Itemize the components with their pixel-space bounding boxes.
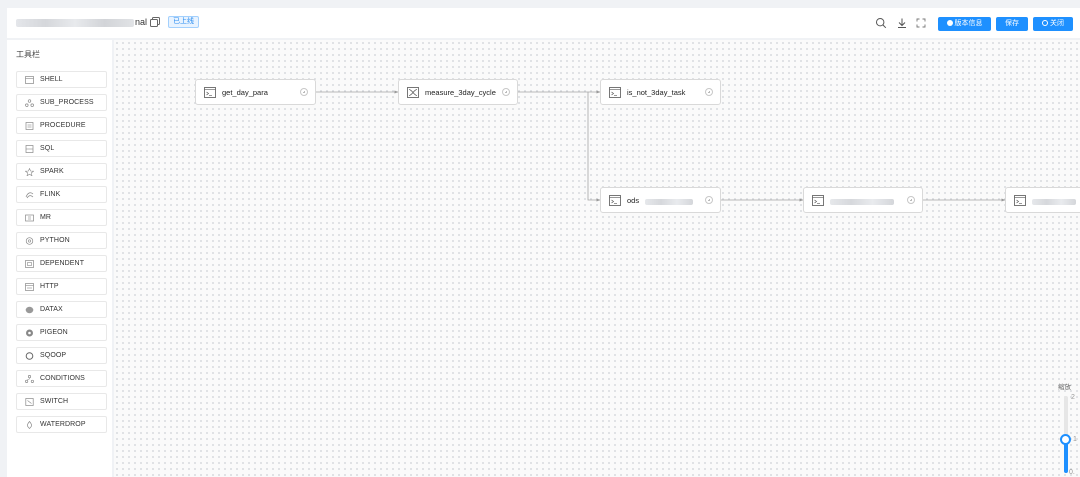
sql-icon bbox=[25, 145, 34, 153]
close-button[interactable]: 关闭 bbox=[1033, 17, 1073, 31]
shell-icon bbox=[609, 195, 621, 206]
tool-item-label: SWITCH bbox=[40, 398, 69, 405]
toolbox-sidebar: 工具栏 SHELL SUB_PROCESS PROCEDURE SQL SPAR… bbox=[7, 40, 112, 477]
tool-item-label: DEPENDENT bbox=[40, 260, 85, 267]
add-downstream-icon[interactable] bbox=[705, 88, 713, 96]
zoom-min-label: 0. bbox=[1069, 469, 1075, 476]
shell-icon bbox=[1014, 195, 1026, 206]
tool-item-label: SPARK bbox=[40, 168, 64, 175]
spark-icon bbox=[25, 168, 34, 176]
tool-item-label: DATAX bbox=[40, 306, 63, 313]
task-node-label: get_day_para bbox=[222, 88, 268, 97]
info-icon bbox=[946, 20, 953, 26]
tool-item-label: HTTP bbox=[40, 283, 59, 290]
task-node[interactable]: ods bbox=[600, 187, 721, 213]
tool-item-http[interactable]: HTTP bbox=[16, 278, 107, 295]
task-node[interactable] bbox=[1005, 187, 1080, 213]
dependent-icon bbox=[25, 260, 34, 268]
download-icon[interactable] bbox=[896, 17, 908, 29]
mr-icon bbox=[25, 214, 34, 222]
toolbox-title: 工具栏 bbox=[16, 50, 40, 59]
task-node[interactable] bbox=[803, 187, 923, 213]
tool-item-waterdrop[interactable]: WATERDROP bbox=[16, 416, 107, 433]
tool-item-conditions[interactable]: CONDITIONS bbox=[16, 370, 107, 387]
tool-item-label: SUB_PROCESS bbox=[40, 99, 94, 106]
tool-item-procedure[interactable]: PROCEDURE bbox=[16, 117, 107, 134]
zoom-current-label: 1 bbox=[1073, 436, 1077, 443]
task-node-label: measure_3day_cycle bbox=[425, 88, 496, 97]
redacted-text bbox=[645, 199, 693, 205]
tool-item-flink[interactable]: FLINK bbox=[16, 186, 107, 203]
sub-process-icon bbox=[25, 99, 34, 107]
copy-icon[interactable] bbox=[149, 16, 161, 28]
tool-item-label: CONDITIONS bbox=[40, 375, 85, 382]
tool-item-label: SHELL bbox=[40, 76, 63, 83]
add-downstream-icon[interactable] bbox=[300, 88, 308, 96]
shell-icon bbox=[812, 195, 824, 206]
workflow-name: nal bbox=[135, 17, 148, 27]
shell-icon bbox=[609, 87, 621, 98]
edge-measure_3day_cycle-to-ods bbox=[587, 92, 601, 202]
add-downstream-icon[interactable] bbox=[705, 196, 713, 204]
top-toolbar: nal 已上线 版本信息 保存 关闭 bbox=[7, 8, 1080, 38]
search-icon[interactable] bbox=[875, 17, 887, 29]
tool-item-shell[interactable]: SHELL bbox=[16, 71, 107, 88]
status-badge: 已上线 bbox=[168, 16, 199, 28]
tool-item-label: FLINK bbox=[40, 191, 61, 198]
redacted-text bbox=[830, 199, 894, 205]
tool-item-sql[interactable]: SQL bbox=[16, 140, 107, 157]
save-label: 保存 bbox=[1005, 20, 1019, 27]
tool-item-dependent[interactable]: DEPENDENT bbox=[16, 255, 107, 272]
task-node-label: is_not_3day_task bbox=[627, 88, 686, 97]
redacted-text bbox=[1032, 199, 1076, 205]
tool-item-switch[interactable]: SWITCH bbox=[16, 393, 107, 410]
tool-item-datax[interactable]: DATAX bbox=[16, 301, 107, 318]
tool-item-sub-process[interactable]: SUB_PROCESS bbox=[16, 94, 107, 111]
add-downstream-icon[interactable] bbox=[502, 88, 510, 96]
save-button[interactable]: 保存 bbox=[996, 17, 1028, 31]
version-info-label: 版本信息 bbox=[954, 20, 983, 27]
shell-icon bbox=[25, 76, 34, 84]
switch-icon bbox=[25, 398, 34, 406]
tool-item-label: SQL bbox=[40, 145, 55, 152]
task-node[interactable]: is_not_3day_task bbox=[600, 79, 721, 105]
task-node-label: ods bbox=[627, 196, 640, 205]
pigeon-icon bbox=[26, 329, 33, 337]
add-downstream-icon[interactable] bbox=[907, 196, 915, 204]
zoom-slider-fill bbox=[1064, 440, 1068, 473]
waterdrop-icon bbox=[27, 421, 32, 429]
workflow-canvas[interactable]: get_day_para measure_3day_cycle is_not_3… bbox=[114, 40, 1080, 477]
task-node[interactable]: measure_3day_cycle bbox=[398, 79, 518, 105]
close-label: 关闭 bbox=[1050, 20, 1064, 27]
zoom-max-label: 2 bbox=[1071, 394, 1075, 401]
edges-layer bbox=[316, 90, 1006, 202]
tool-item-label: PYTHON bbox=[40, 237, 70, 244]
fullscreen-icon[interactable] bbox=[915, 17, 927, 29]
conditions-icon bbox=[407, 87, 419, 98]
workflow-name-redacted bbox=[16, 19, 134, 27]
conditions-icon bbox=[25, 375, 34, 383]
version-info-button[interactable]: 版本信息 bbox=[938, 17, 991, 31]
zoom-slider-handle[interactable] bbox=[1060, 434, 1071, 445]
sqoop-icon bbox=[25, 352, 34, 360]
tool-item-spark[interactable]: SPARK bbox=[16, 163, 107, 180]
tool-item-sqoop[interactable]: SQOOP bbox=[16, 347, 107, 364]
zoom-label: 缩放 bbox=[1058, 384, 1071, 391]
http-icon bbox=[25, 283, 34, 291]
tool-item-pigeon[interactable]: PIGEON bbox=[16, 324, 107, 341]
task-node[interactable]: get_day_para bbox=[195, 79, 316, 105]
python-icon bbox=[25, 237, 34, 245]
shell-icon bbox=[204, 87, 216, 98]
tool-item-label: PIGEON bbox=[40, 329, 68, 336]
datax-icon bbox=[25, 306, 34, 314]
procedure-icon bbox=[25, 122, 34, 130]
close-icon bbox=[1042, 20, 1048, 26]
tool-item-python[interactable]: PYTHON bbox=[16, 232, 107, 249]
tool-item-label: PROCEDURE bbox=[40, 122, 86, 129]
tool-item-label: WATERDROP bbox=[40, 421, 86, 428]
flink-icon bbox=[25, 192, 34, 199]
tool-item-label: SQOOP bbox=[40, 352, 67, 359]
tool-item-label: MR bbox=[40, 214, 52, 221]
tool-item-mr[interactable]: MR bbox=[16, 209, 107, 226]
